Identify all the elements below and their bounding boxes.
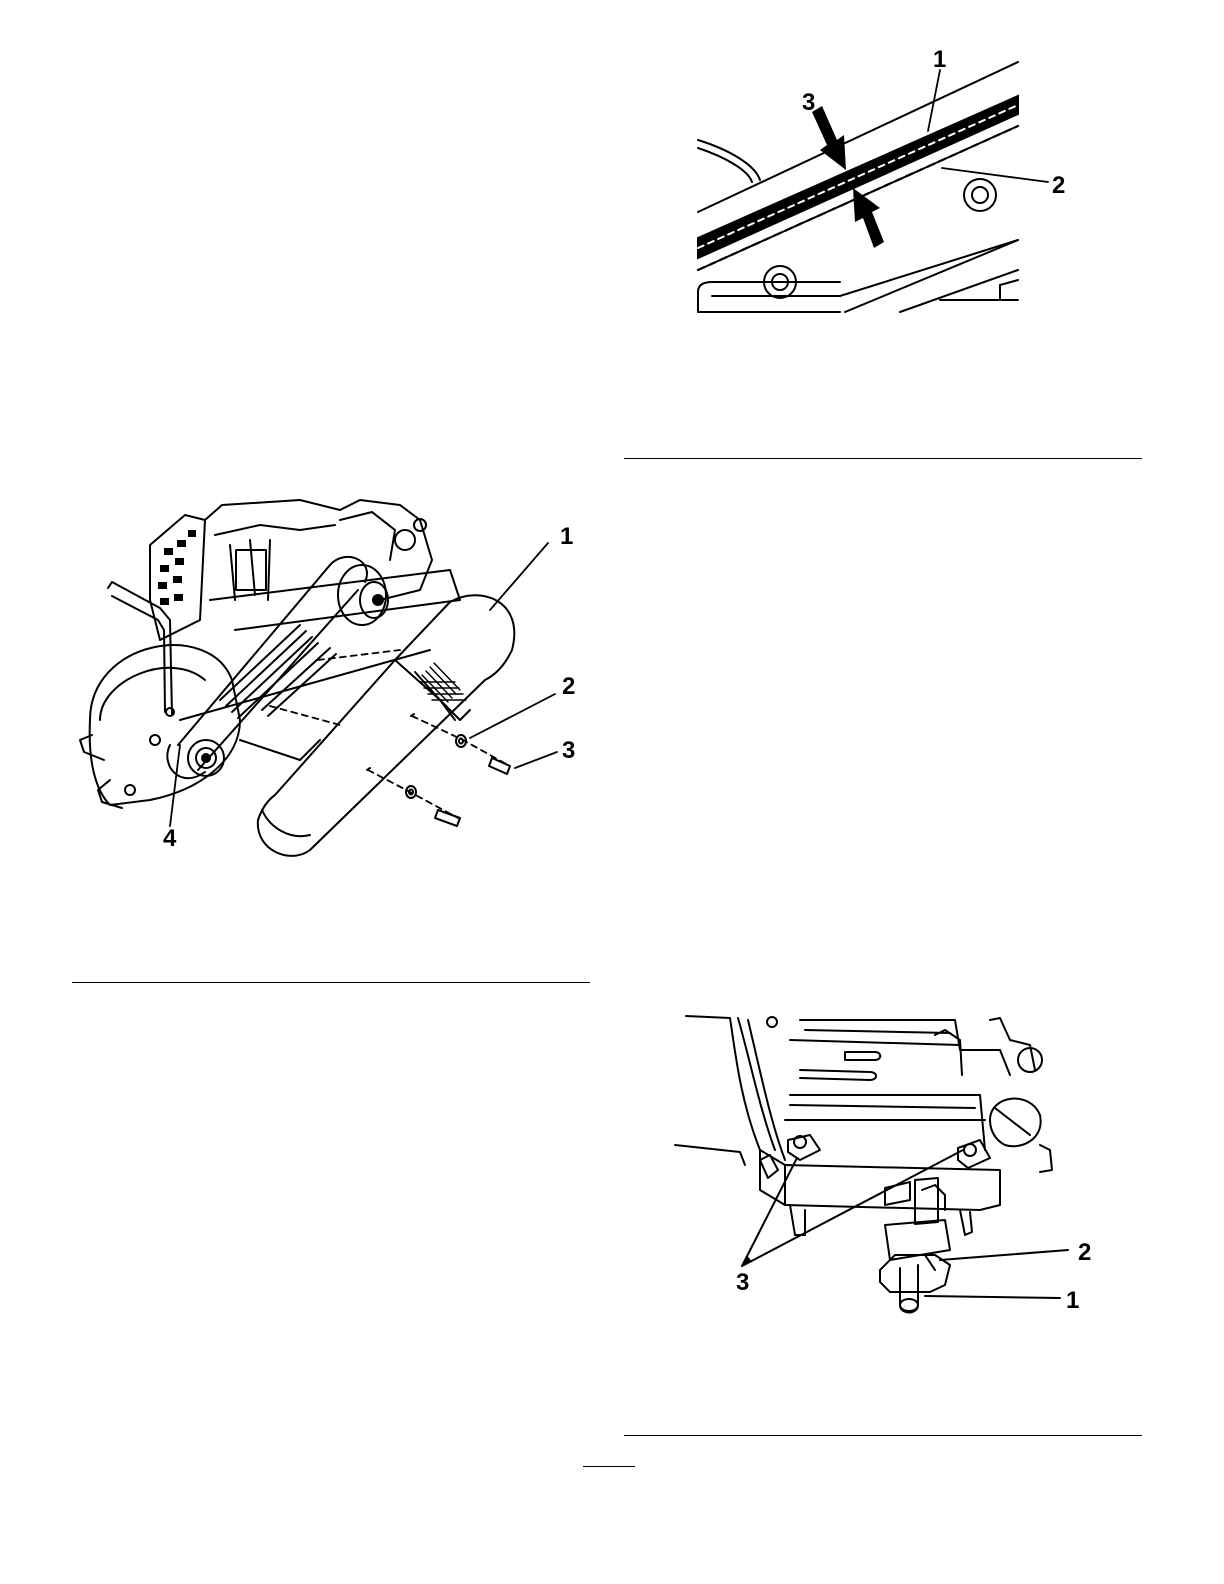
callout-3: 3 <box>802 89 815 116</box>
figure-belt-cover-removal: 1 2 3 4 <box>75 490 595 870</box>
section-rule-left <box>72 982 590 983</box>
callout-1: 1 <box>560 523 573 550</box>
callout-3: 3 <box>562 737 575 764</box>
engine-mount-illustration: 2 1 3 <box>670 1005 1110 1325</box>
figure-engine-mount-adjustment: 2 1 3 <box>670 1005 1110 1325</box>
callout-1: 1 <box>1066 1287 1079 1314</box>
callout-4: 4 <box>163 825 177 852</box>
callout-3: 3 <box>736 1269 749 1296</box>
section-rule-right-bottom <box>624 1435 1142 1436</box>
figure-belt-alignment: 1 2 3 <box>690 40 1090 320</box>
callout-2: 2 <box>1052 172 1065 199</box>
belt-alignment-illustration: 1 2 3 <box>690 40 1090 320</box>
callout-2: 2 <box>1078 1239 1091 1266</box>
callout-1: 1 <box>933 46 946 73</box>
section-rule-right-top <box>624 458 1142 459</box>
belt-cover-illustration: 1 2 3 4 <box>75 490 595 870</box>
callout-2: 2 <box>562 673 575 700</box>
page-number-rule <box>583 1466 635 1467</box>
